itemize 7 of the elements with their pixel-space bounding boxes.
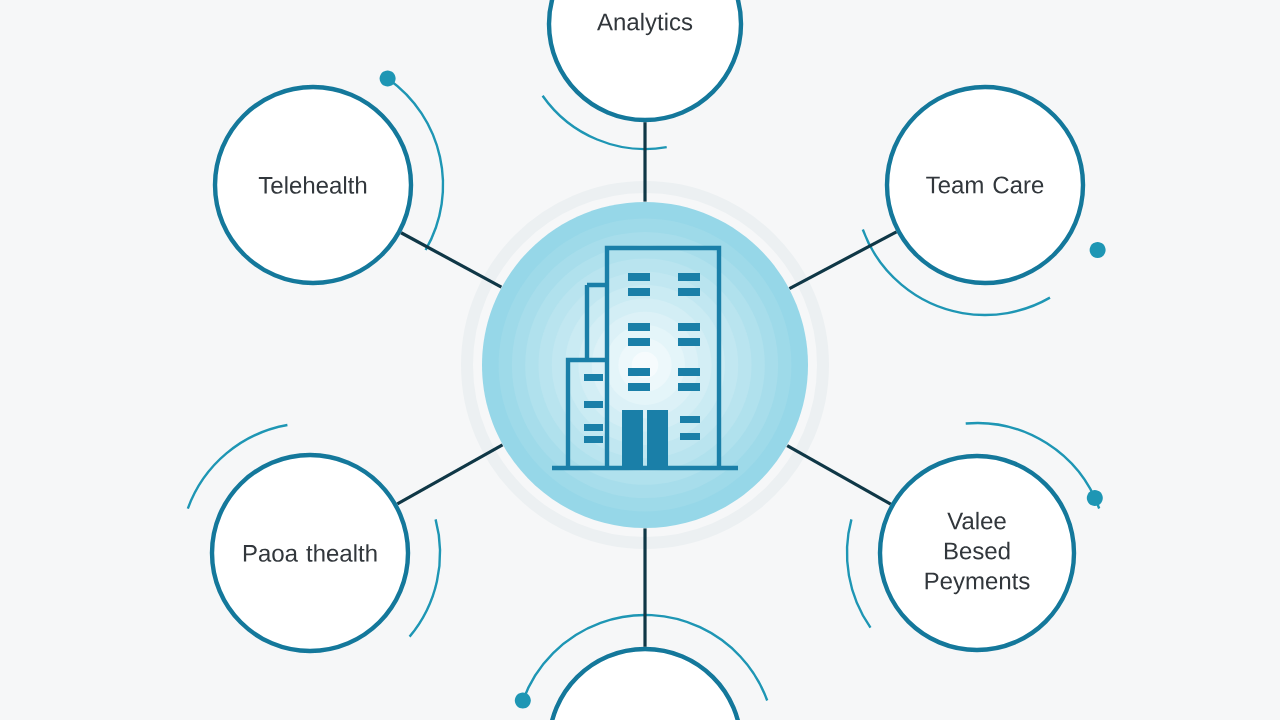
connector-line xyxy=(643,122,647,202)
hub-circle xyxy=(482,202,808,528)
connector-line xyxy=(788,230,898,290)
connector-line xyxy=(786,444,892,506)
connector-line xyxy=(400,231,503,289)
connector-line xyxy=(396,443,504,506)
connector-line xyxy=(643,528,647,647)
